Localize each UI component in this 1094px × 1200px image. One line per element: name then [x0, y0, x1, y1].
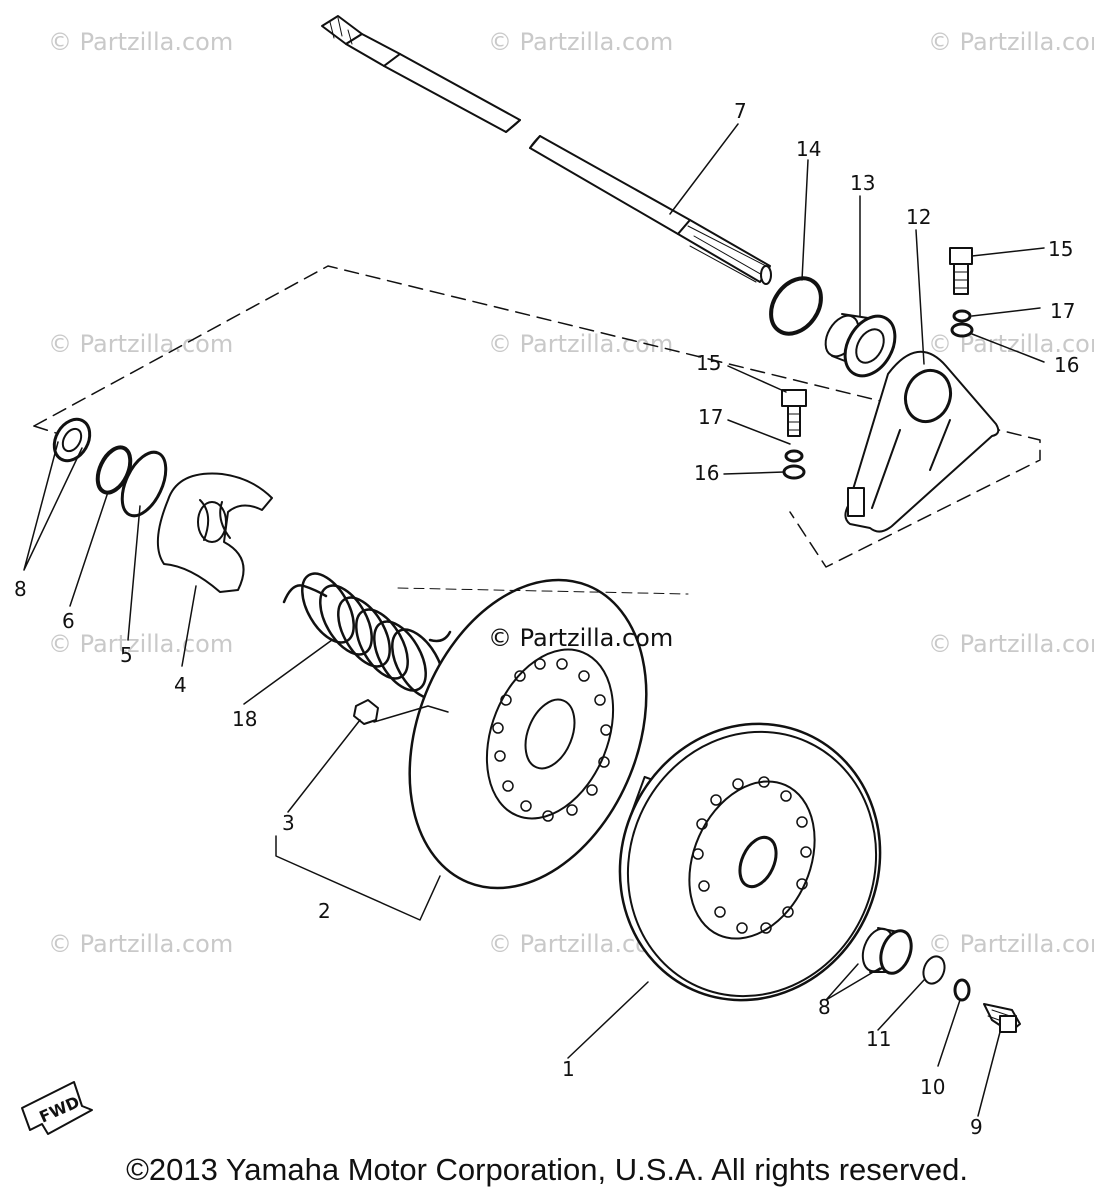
movable-sheave: [397, 578, 689, 890]
part-label-3: 3: [282, 811, 295, 835]
copyright-notice: ©2013 Yamaha Motor Corporation, U.S.A. A…: [126, 1152, 968, 1187]
bearing: [824, 313, 897, 378]
part-label-11: 11: [866, 1027, 891, 1051]
part-label-12: 12: [906, 205, 931, 229]
part-label-10: 10: [920, 1075, 945, 1099]
bolt-upper: [949, 247, 974, 338]
washer-right: [922, 955, 946, 985]
assembly-outline: [33, 265, 1041, 568]
part-label-16: 16: [1054, 353, 1079, 377]
part-label-17: 17: [1050, 299, 1075, 323]
watermark: © Partzilla.com: [488, 28, 674, 56]
fwd-arrow: [21, 1081, 93, 1135]
part-label-14: 14: [796, 137, 821, 161]
part-label-1: 1: [562, 1057, 575, 1081]
nut-left: [52, 417, 92, 463]
lock-washer: [953, 978, 971, 1002]
part-label-7: 7: [734, 99, 747, 123]
part-label-16: 16: [694, 461, 719, 485]
bolt-right: [983, 1003, 1021, 1033]
thrust-ring: [120, 450, 168, 518]
watermark: © Partzilla.com: [928, 930, 1094, 958]
collar-right: [861, 927, 913, 975]
watermark: © Partzilla.com: [48, 930, 234, 958]
shaft: [321, 15, 772, 285]
fixed-sheave: [618, 722, 882, 1002]
bearing-bracket: [844, 350, 1000, 533]
part-label-9: 9: [970, 1115, 983, 1139]
watermark: © Partzilla.com: [928, 28, 1094, 56]
part-label-15: 15: [696, 351, 721, 375]
part-label-18: 18: [232, 707, 257, 731]
watermark: © Partzilla.com: [48, 330, 234, 358]
watermark: © Partzilla.com: [48, 28, 234, 56]
watermark: © Partzilla.com: [928, 630, 1094, 658]
small-nut: [353, 699, 379, 725]
bolt-lower: [781, 389, 807, 480]
center-watermark: © Partzilla.com: [488, 624, 674, 652]
part-label-5: 5: [120, 643, 133, 667]
snap-ring: [769, 276, 823, 336]
part-label-8: 8: [14, 577, 27, 601]
part-label-8: 8: [818, 995, 831, 1019]
watermark: © Partzilla.com: [488, 330, 674, 358]
spider: [156, 472, 273, 593]
part-label-17: 17: [698, 405, 723, 429]
leader-lines: [23, 123, 1045, 1117]
part-label-6: 6: [62, 609, 75, 633]
part-label-13: 13: [850, 171, 875, 195]
watermark: © Partzilla.com: [48, 630, 234, 658]
part-label-4: 4: [174, 673, 187, 697]
part-label-15: 15: [1048, 237, 1073, 261]
part-label-2: 2: [318, 899, 331, 923]
